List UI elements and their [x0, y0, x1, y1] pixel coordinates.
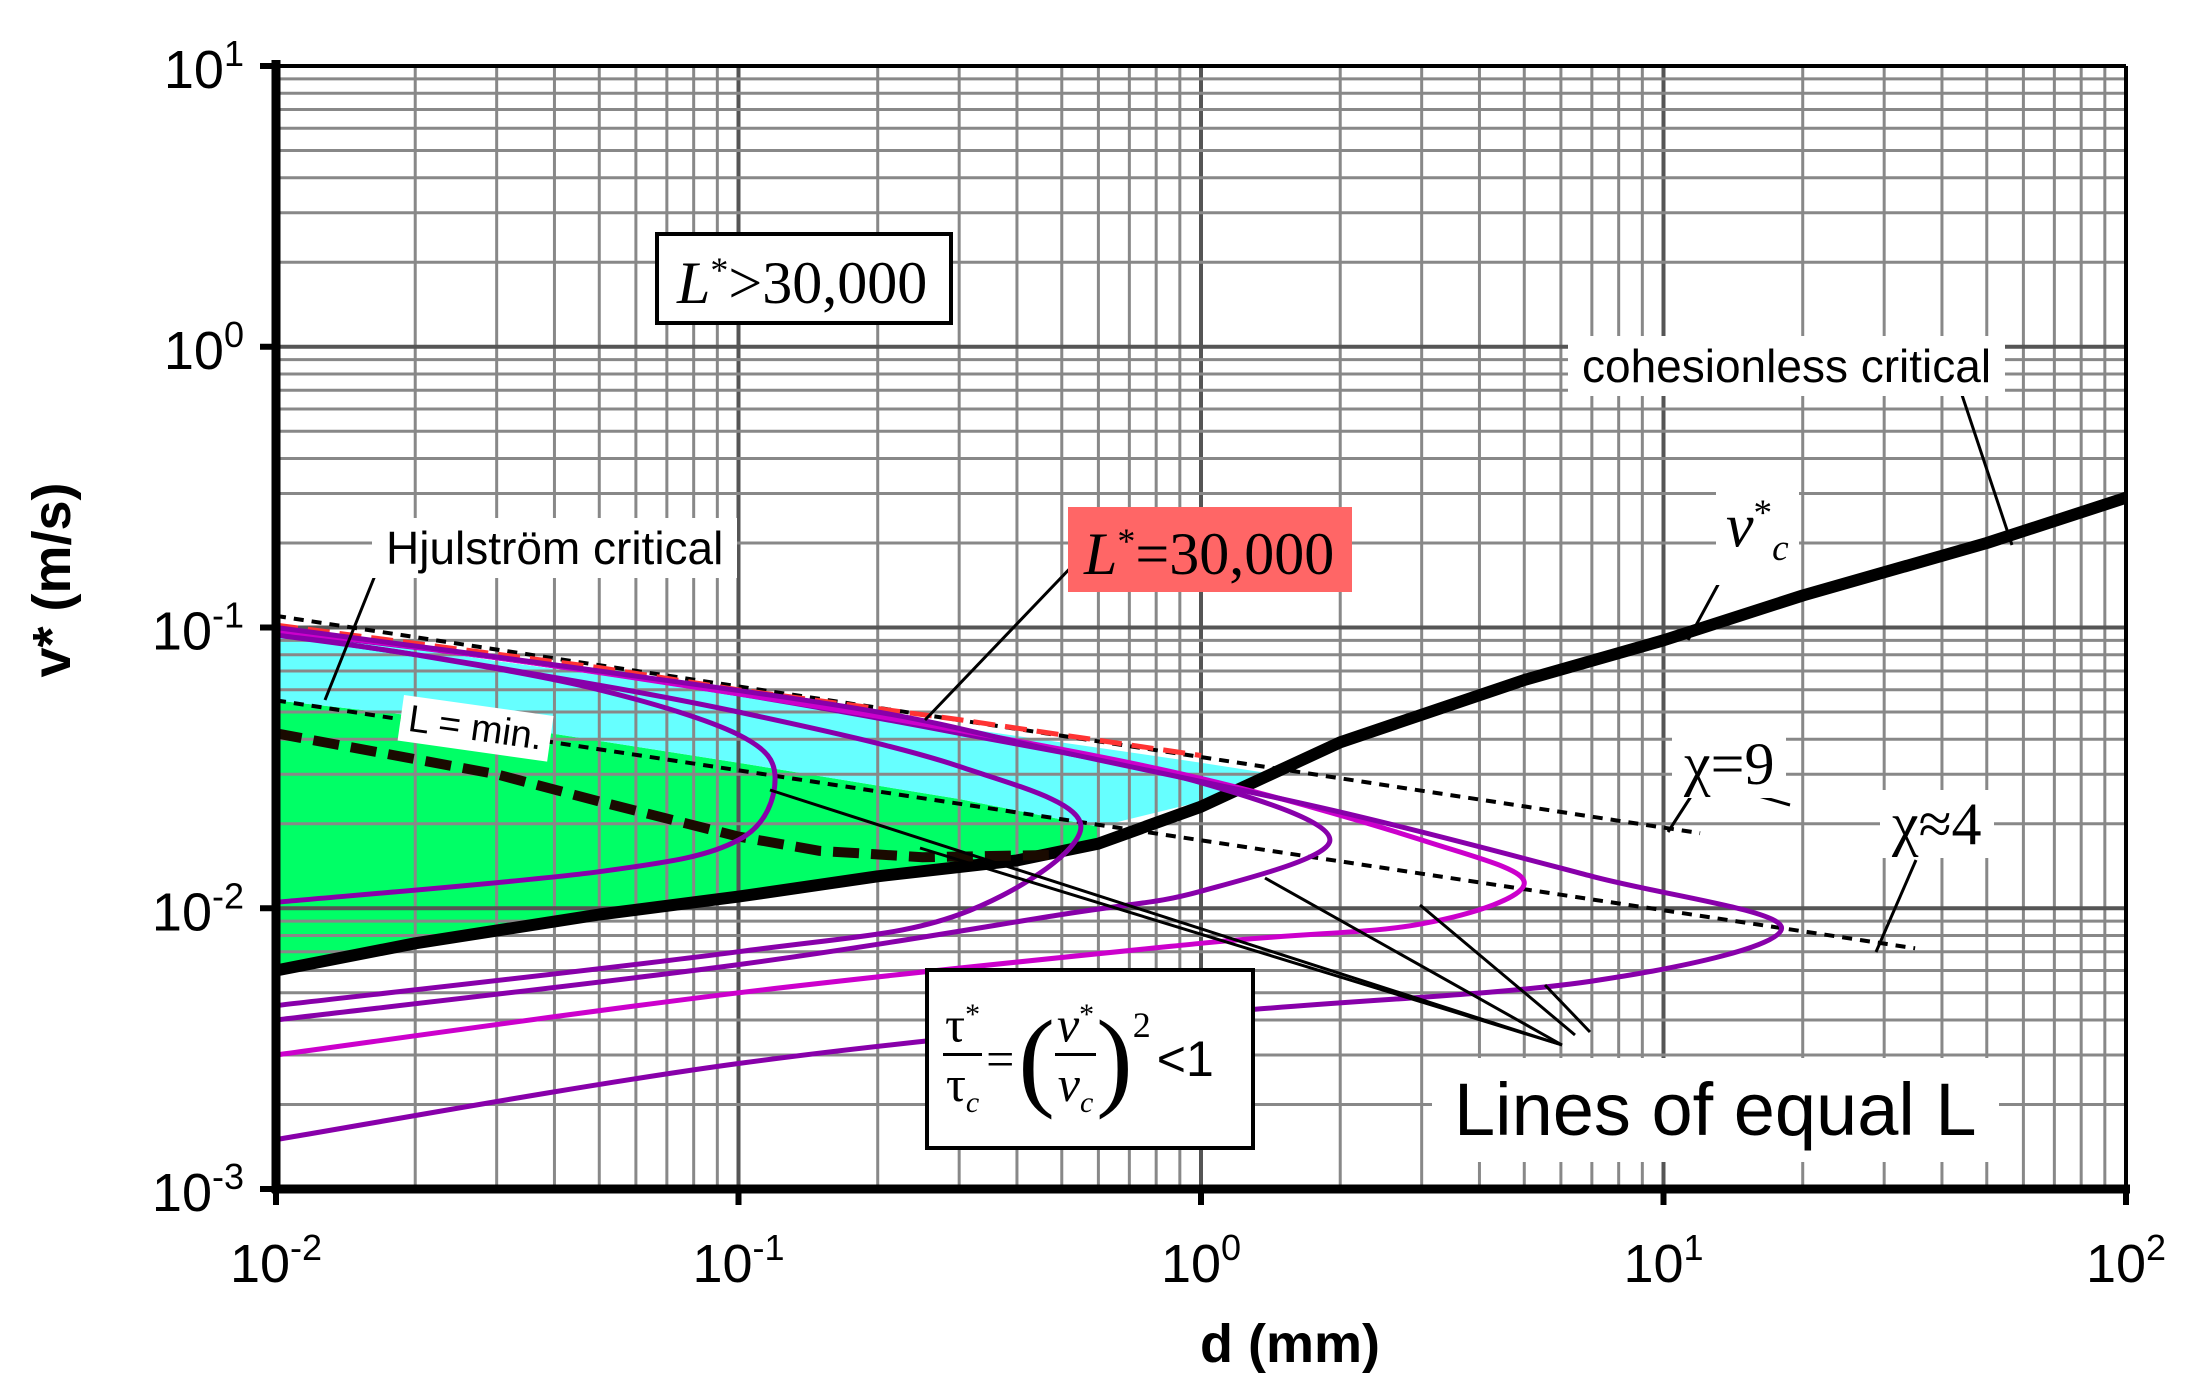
leader-line [1264, 876, 1563, 1047]
y-tick-label: 101 [164, 33, 244, 100]
x-tick-label: 102 [2086, 1227, 2166, 1294]
series-line-10 [275, 625, 1785, 1143]
equals-sign: = [986, 1031, 1015, 1087]
exponent: 2 [1132, 1005, 1151, 1045]
right-paren: ) [1096, 998, 1133, 1120]
annotation-chi-9: χ=9 [1672, 730, 1787, 798]
less-than-one: <1 [1156, 1031, 1214, 1087]
annotation-l-gt-30000: L*>30,000 [655, 232, 954, 325]
y-tick-label: 10-1 [152, 595, 244, 662]
l-eq-value: =30,000 [1135, 521, 1335, 587]
fraction-bar [1054, 1052, 1097, 1056]
tau-numerator: τ* [945, 996, 981, 1053]
annotation-v-c: v*c [1716, 478, 1799, 586]
leader-line [919, 846, 1563, 1047]
l-symbol: L [1084, 521, 1118, 587]
l-gt-value: >30,000 [728, 250, 928, 316]
formula-body: τ* τc = ( v* vc ) 2 <1 [943, 994, 1214, 1124]
v-numerator: v* [1056, 996, 1095, 1053]
v-symbol: v [1726, 492, 1754, 561]
region-cyan [276, 627, 1276, 827]
v-fraction: v* vc [1054, 987, 1097, 1131]
annotation-l-eq-30000: L*=30,000 [1068, 507, 1353, 592]
series-line-7 [275, 631, 1084, 1009]
x-tick-label: 10-1 [692, 1227, 784, 1294]
y-tick-label: 100 [164, 314, 244, 381]
y-tick-label: 10-2 [152, 875, 244, 942]
left-paren: ( [1018, 998, 1055, 1120]
tau-denominator: τc [945, 1055, 980, 1119]
series-line-2 [275, 728, 1062, 863]
annotation-leader-lines [323, 364, 2014, 1047]
x-tick-label: 101 [1623, 1227, 1703, 1294]
series-line-1 [274, 491, 2128, 977]
leader-line [323, 567, 380, 701]
x-tick-label: 10-2 [230, 1227, 322, 1294]
x-axis-label: d (mm) [1200, 1314, 1380, 1374]
leader-line [1874, 859, 1918, 953]
leader-line [1419, 903, 1576, 1037]
star-sup: * [710, 250, 729, 290]
leader-line [769, 788, 1563, 1047]
shaded-regions [276, 627, 1276, 971]
star-sup: * [1753, 493, 1773, 534]
star-sup: * [1117, 521, 1136, 561]
c-sub: c [1772, 528, 1789, 570]
leader-line [1543, 983, 1592, 1034]
annotation-hjulstrom-critical: Hjulström critical [372, 518, 738, 578]
axes [260, 60, 2130, 1205]
v-denominator: vc [1057, 1055, 1094, 1119]
x-tick-label: 100 [1161, 1227, 1241, 1294]
annotation-chi-4: χ≈4 [1880, 790, 1994, 858]
l-symbol: L [677, 250, 711, 316]
annotation-lines-of-equal-l: Lines of equal L [1432, 1058, 1999, 1162]
tau-fraction: τ* τc [943, 987, 983, 1131]
annotation-cohesionless-critical: cohesionless critical [1568, 336, 2006, 396]
leader-line [923, 558, 1080, 722]
fraction-bar [943, 1052, 983, 1056]
y-axis-label: v* (m/s) [22, 482, 82, 677]
y-tick-label: 10-3 [152, 1156, 244, 1223]
annotation-formula: τ* τc = ( v* vc ) 2 <1 [925, 968, 1255, 1150]
